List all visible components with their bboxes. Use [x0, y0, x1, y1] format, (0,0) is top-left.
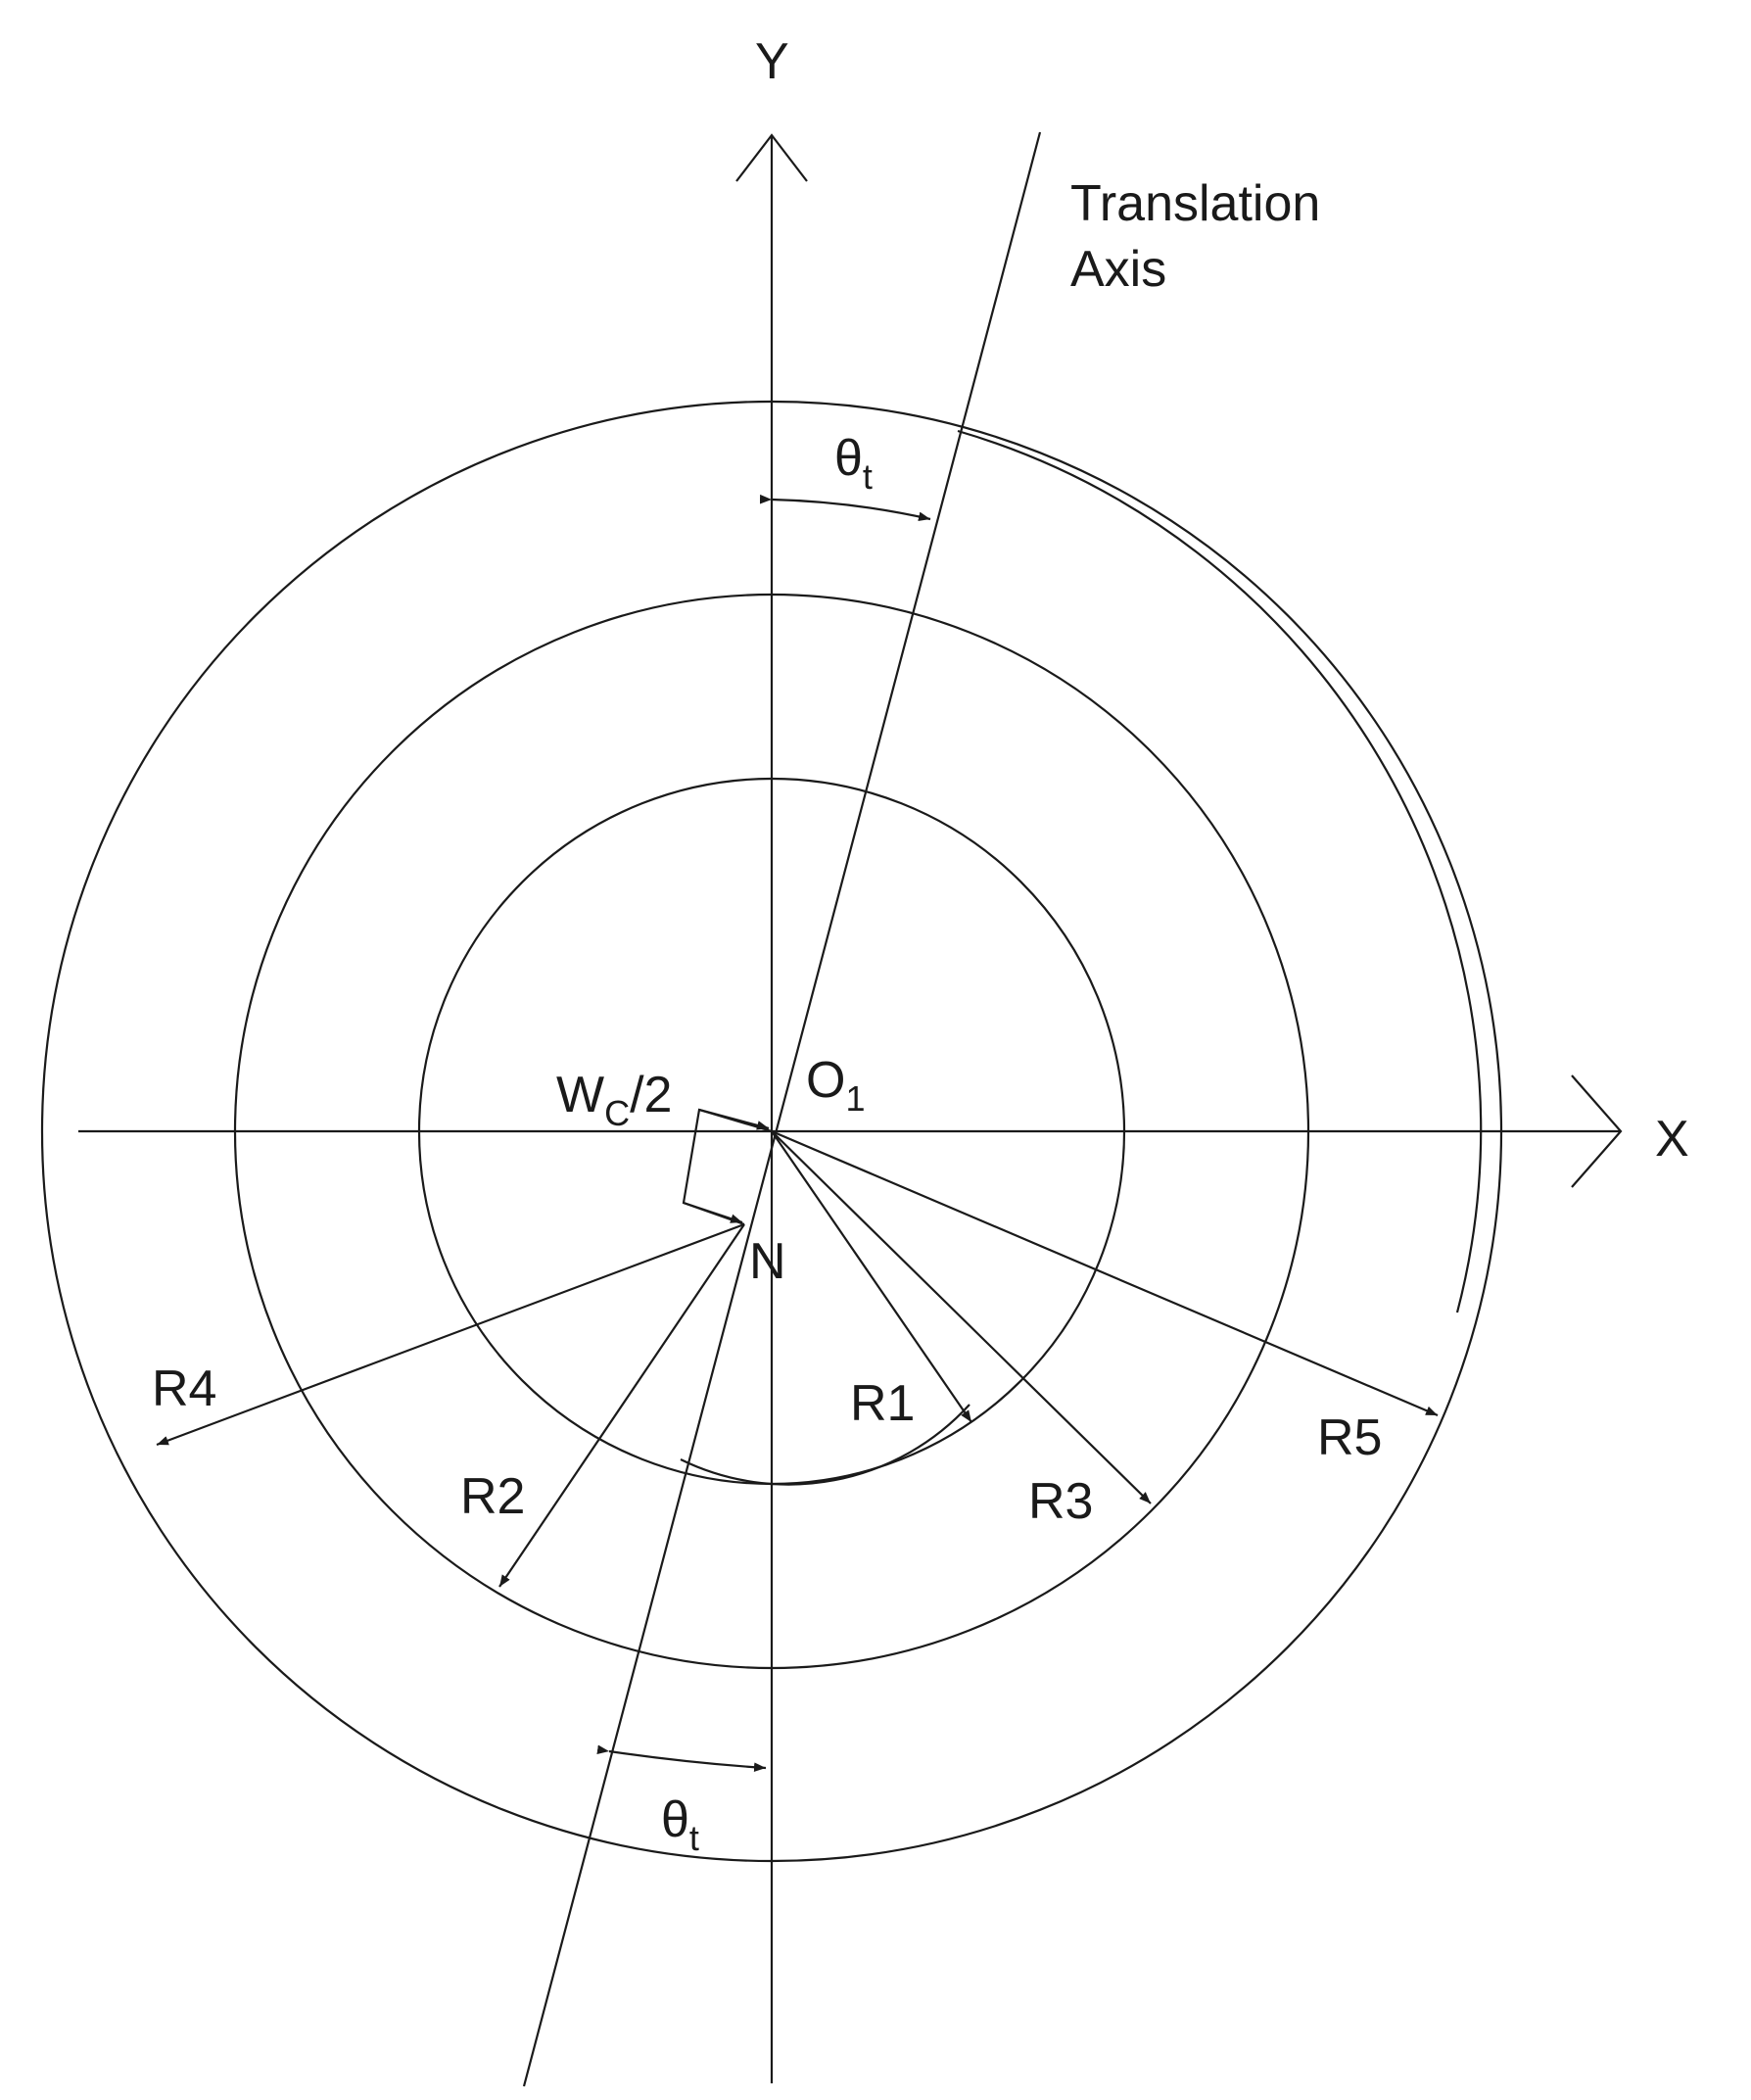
- y-axis-arrowhead: [735, 133, 808, 182]
- translation-axis-label-line2: Axis: [1070, 241, 1166, 298]
- r3-label: R3: [1028, 1473, 1093, 1530]
- translation-axis-label-line1: Translation: [1070, 175, 1320, 232]
- r2-label: R2: [460, 1468, 525, 1525]
- radius-r5-line: [771, 1129, 1439, 1417]
- y-axis-label: Y: [755, 33, 789, 90]
- radius-r1-line: [771, 1130, 972, 1423]
- x-axis-label: X: [1655, 1111, 1689, 1168]
- origin-label: O1: [806, 1052, 865, 1119]
- theta-bottom-arc: [596, 1744, 767, 1773]
- r1-label: R1: [850, 1375, 915, 1432]
- half-width-label: WC/2: [556, 1067, 672, 1133]
- half-width-arrow-bottom: [683, 1201, 743, 1224]
- theta-top-arc: [759, 494, 931, 522]
- radius-r3-line: [771, 1130, 1152, 1504]
- theta-bottom-label: θt: [661, 1791, 699, 1858]
- arc-r5: [957, 429, 1483, 1313]
- radius-r2-line: [498, 1223, 745, 1588]
- r4-label: R4: [152, 1360, 216, 1417]
- x-axis-arrowhead: [1571, 1074, 1623, 1188]
- half-width-arrow-top: [698, 1108, 770, 1130]
- r5-label: R5: [1317, 1409, 1382, 1466]
- point-n-label: N: [749, 1233, 786, 1290]
- theta-top-label: θt: [834, 430, 873, 497]
- arc-inner-n: [680, 1404, 970, 1486]
- radius-r4-line: [156, 1222, 745, 1447]
